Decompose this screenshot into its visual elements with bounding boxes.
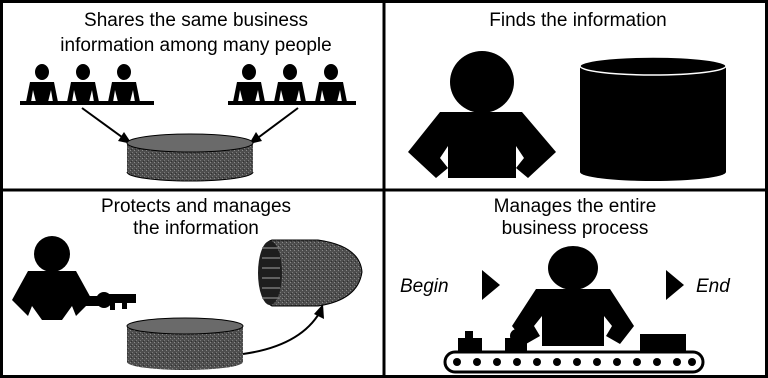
person-with-key-icon [12, 236, 136, 320]
vault-safe-icon [258, 239, 363, 307]
database-icon [126, 317, 244, 370]
begin-arrow-icon [482, 270, 500, 300]
begin-label: Begin [400, 276, 449, 297]
end-label: End [696, 276, 731, 297]
panel-shares-information: Shares the same business information amo… [20, 10, 356, 182]
people-group-right [228, 64, 356, 105]
worker-icon [512, 246, 634, 346]
end-arrow-icon [666, 270, 684, 300]
conveyor-items [458, 329, 686, 352]
panel-title-line2: business process [502, 218, 649, 239]
panel-protects-information: Protects and manages the information [12, 196, 363, 370]
person-icon [408, 51, 556, 178]
panel-title-line1: Shares the same business [84, 10, 308, 31]
panel-finds-information: Finds the information [408, 10, 727, 181]
conveyor-belt-icon [443, 350, 705, 374]
panel-title-line2: information among many people [60, 35, 331, 56]
panel-title-line1: Protects and manages [101, 196, 291, 217]
panel-title: Finds the information [489, 10, 666, 31]
arrow-to-vault [242, 311, 321, 355]
people-group-left [20, 64, 154, 105]
database-icon [126, 133, 254, 182]
panel-title-line2: the information [133, 218, 259, 239]
panel-title-line1: Manages the entire [494, 196, 657, 217]
database-cylinder-icon [579, 56, 727, 181]
panel-manages-process: Manages the entire business process Begi… [400, 196, 731, 374]
